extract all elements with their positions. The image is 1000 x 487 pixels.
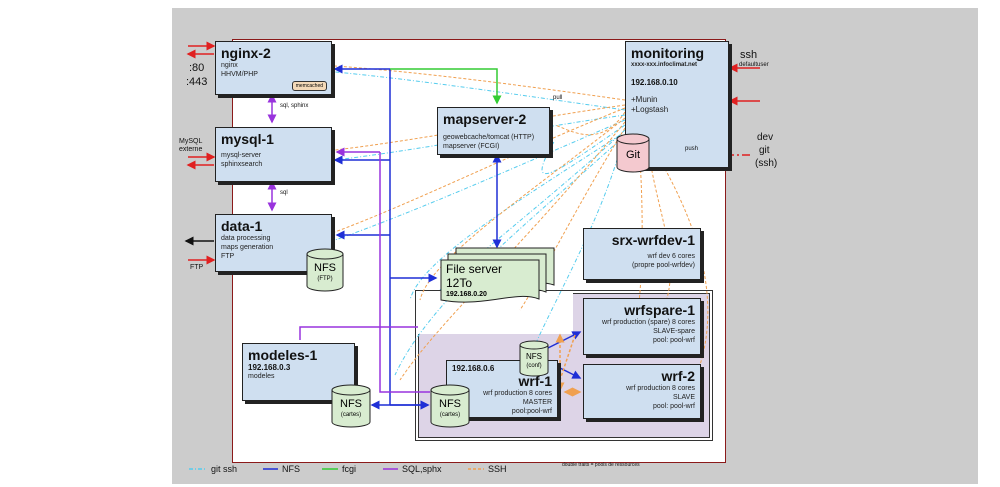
node-mysql-1[interactable]: mysql-1 mysql-server sphinxsearch [215,127,332,182]
node-title: srx-wrfdev-1 [611,232,695,248]
cylinder-sublabel: (FTP) [317,276,333,282]
file-server-size: 12To [446,276,473,290]
cylinder-sublabel: (conf) [526,363,542,369]
legend-item-nfs: NFS [282,464,300,474]
node-detail: sphinxsearch [221,161,263,168]
node-detail: pool: pool-wrf [652,337,695,344]
legend-item-sql: SQL,sphx [402,464,442,474]
port-80-label: :80 [189,62,205,74]
node-detail: wrf dev 6 cores [647,253,695,260]
mysql-externe-label: MySQL [179,138,203,145]
node-title: mysql-1 [221,131,274,147]
database-icon [306,248,344,292]
node-title: mapserver-2 [443,111,527,127]
node-detail: nginx [221,62,238,69]
node-detail: wrf production 8 cores [483,390,552,397]
git-label: git [759,145,770,156]
cylinder-label: Git [625,149,641,161]
node-title: monitoring [631,45,705,61]
nfs-cartes-wrf-cylinder[interactable]: NFS (cartes) [430,384,470,428]
node-detail: +Logstash [631,105,669,114]
pools-note-label: double traits = pools de ressources [562,462,640,468]
file-server-ip: 192.168.0.20 [446,291,487,298]
push-label: push [685,146,699,152]
node-host: xxxx-xxx.infoclimat.net [631,62,698,68]
database-icon [519,340,549,377]
file-stack-icon [440,247,555,303]
node-title: data-1 [221,218,263,234]
node-wrf-2[interactable]: wrf-2 wrf production 8 cores SLAVE pool:… [583,364,701,419]
nfs-conf-cylinder[interactable]: NFS (conf) [519,340,549,377]
ssh-paren-label: (ssh) [755,158,778,169]
sql-sphinx-label: sql, sphinx [280,103,309,109]
node-srx-wrfdev-1[interactable]: srx-wrfdev-1 wrf dev 6 cores (propre poo… [583,228,701,280]
cylinder-label: NFS [439,398,461,410]
node-detail: geowebcache/tomcat (HTTP) [443,134,535,141]
node-detail: pool: pool-wrf [652,403,695,410]
node-file-server[interactable]: File server 12To 192.168.0.20 [440,247,555,309]
mysql-externe-label-2: externe [179,146,203,153]
nfs-ftp-cylinder[interactable]: NFS (FTP) [306,248,344,292]
node-title: modeles-1 [248,347,318,363]
database-icon [331,384,371,428]
node-ip: 192.168.0.10 [631,78,678,87]
node-detail: data processing [221,235,271,242]
node-data-1[interactable]: data-1 data processing maps generation F… [215,214,332,272]
node-detail: wrf production (spare) 8 cores [602,319,695,326]
node-ip: 192.168.0.6 [452,364,495,373]
cylinder-label: NFS [314,262,336,274]
cylinder-sublabel: (cartes) [439,412,461,418]
database-icon [430,384,470,428]
pull-label: pull [553,95,563,101]
node-detail: wrf production 8 cores [626,385,695,392]
node-title: wrfspare-1 [624,302,695,318]
file-server-title: File server [446,262,503,276]
node-title: wrf-2 [661,368,695,384]
memcached-badge: memcached [291,81,327,91]
node-detail: SLAVE [672,394,695,401]
node-detail: FTP [221,253,235,260]
sql-label: sql [280,190,288,196]
database-icon [616,133,650,173]
node-detail: modeles [248,373,275,380]
node-title: wrf-1 [518,373,552,389]
defaultuser-label: defaultuser [739,62,769,68]
legend-item-fcgi: fcgi [342,464,357,474]
legend-item-git-ssh: git ssh [211,464,238,474]
node-detail: mysql-server [221,152,262,159]
node-wrfspare-1[interactable]: wrfspare-1 wrf production (spare) 8 core… [583,298,701,355]
ftp-label: FTP [190,264,204,271]
node-detail: +Munin [631,95,658,104]
cylinder-label: NFS [340,398,362,410]
node-detail: pool:pool-wrf [511,408,552,415]
node-title: nginx-2 [221,45,271,61]
dev-label: dev [757,132,774,143]
port-443-label: :443 [186,76,208,88]
cylinder-label: NFS [526,352,542,361]
node-detail: maps generation [221,244,274,251]
node-ip: 192.168.0.3 [248,363,291,372]
node-nginx-2[interactable]: nginx-2 nginx HHVM/PHP memcached [215,41,332,95]
node-detail: HHVM/PHP [221,71,258,78]
node-detail: (propre pool-wrfdev) [631,262,695,269]
nfs-cartes-modeles-cylinder[interactable]: NFS (cartes) [331,384,371,428]
cylinder-sublabel: (cartes) [340,412,362,418]
node-detail: SLAVE-spare [653,328,695,335]
node-mapserver-2[interactable]: mapserver-2 geowebcache/tomcat (HTTP) ma… [437,107,550,155]
git-repo-cylinder[interactable]: Git [616,133,650,173]
node-detail: mapserver (FCGI) [443,143,500,150]
node-detail: MASTER [522,399,552,406]
legend-item-ssh: SSH [488,464,507,474]
ssh-label: ssh [740,49,758,61]
